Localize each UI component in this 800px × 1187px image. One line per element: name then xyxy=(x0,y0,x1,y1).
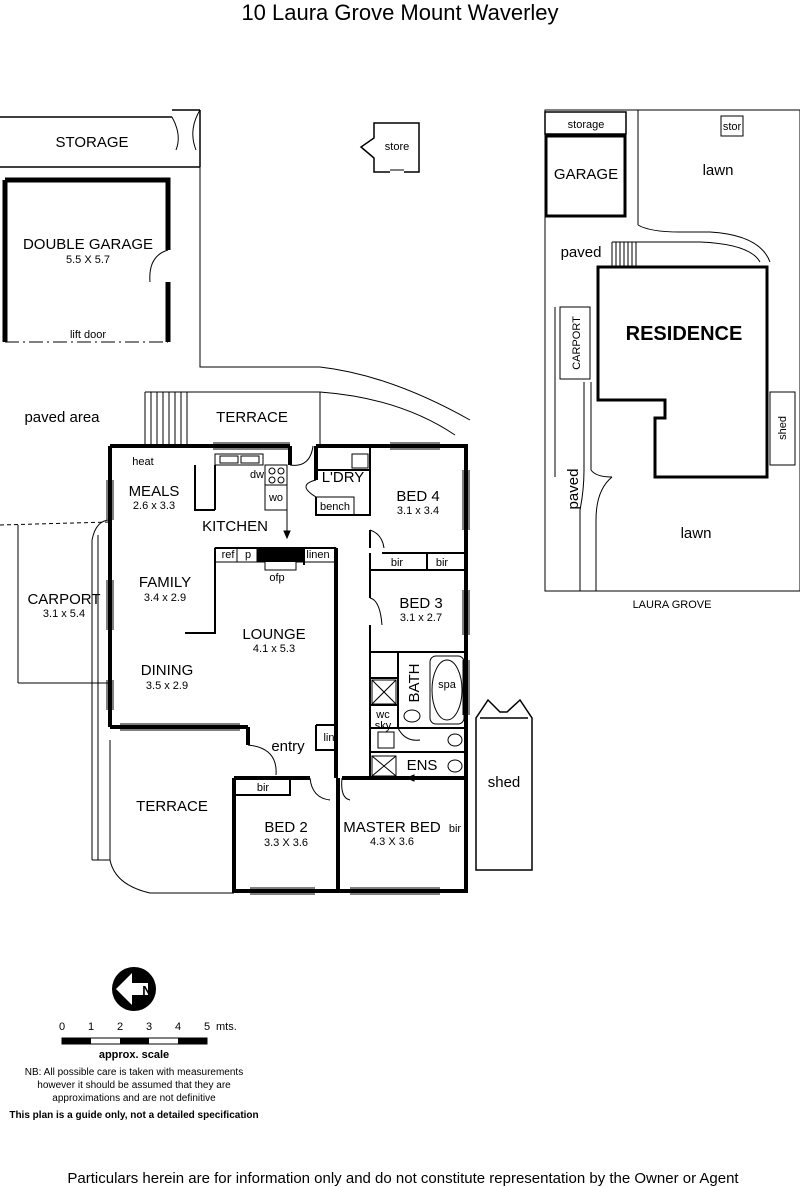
store-outline xyxy=(359,122,420,174)
terrace-top-label: TERRACE xyxy=(216,409,288,426)
lift-door-label: lift door xyxy=(70,329,106,341)
shed-outline xyxy=(475,698,533,871)
note-line-2: however it should be assumed that they a… xyxy=(37,1080,231,1091)
bed4-label: BED 4 xyxy=(396,488,439,505)
dining-dim: 3.5 x 2.9 xyxy=(146,680,188,692)
ofp-label: ofp xyxy=(269,572,284,584)
guide-note: This plan is a guide only, not a detaile… xyxy=(9,1110,258,1121)
double-garage-outline xyxy=(2,177,171,343)
windows xyxy=(106,442,470,895)
double-garage-label: DOUBLE GARAGE xyxy=(23,236,153,253)
site-shed-label: shed xyxy=(777,416,789,440)
spa-label: spa xyxy=(438,679,457,691)
linen-label: linen xyxy=(306,549,329,561)
bir-label-a: bir xyxy=(391,557,404,569)
bath-fixtures xyxy=(371,655,465,777)
bed3-label: BED 3 xyxy=(399,595,442,612)
lin-label: lin xyxy=(323,732,334,744)
house-outer-walls xyxy=(108,444,468,893)
bench-label: bench xyxy=(320,501,350,513)
heat-label: heat xyxy=(132,456,153,468)
site-stor-label: stor xyxy=(723,121,742,133)
laundry-label: L'DRY xyxy=(322,469,365,486)
lounge-label: LOUNGE xyxy=(242,626,305,643)
site-plan xyxy=(544,109,800,592)
double-garage-dim: 5.5 X 5.7 xyxy=(66,254,110,266)
store-label: store xyxy=(385,141,409,153)
bath-label: BATH xyxy=(406,664,423,703)
storage-outline xyxy=(0,109,201,168)
scale-bar xyxy=(61,1037,208,1045)
site-storage-label: storage xyxy=(568,119,605,131)
paved-area-label: paved area xyxy=(24,409,100,426)
scale-tick-1: 1 xyxy=(88,1021,94,1033)
wc-label: wc xyxy=(375,709,390,721)
site-lawn-bottom-label: lawn xyxy=(681,525,712,542)
site-paved-top-label: paved xyxy=(561,244,602,261)
dining-label: DINING xyxy=(141,662,194,679)
site-lawn-top-label: lawn xyxy=(703,162,734,179)
lounge-dim: 4.1 x 5.3 xyxy=(253,643,295,655)
ref-label: ref xyxy=(222,549,236,561)
meals-dim: 2.6 x 3.3 xyxy=(133,500,175,512)
terrace-steps xyxy=(144,391,320,446)
skylight-label: sky xyxy=(375,720,392,732)
street-label: LAURA GROVE xyxy=(633,599,712,611)
scale-tick-2: 2 xyxy=(117,1021,123,1033)
family-dim: 3.4 x 2.9 xyxy=(144,592,186,604)
site-residence-label: RESIDENCE xyxy=(626,323,743,345)
scale-tick-4: 4 xyxy=(175,1021,181,1033)
bed2-label: BED 2 xyxy=(264,819,307,836)
carport-outline xyxy=(0,519,111,861)
site-paved-side-label: paved xyxy=(565,469,582,510)
storage-label: STORAGE xyxy=(55,134,128,151)
laundry-fixtures xyxy=(315,453,369,516)
site-garage-label: GARAGE xyxy=(554,166,618,183)
kitchen-label: KITCHEN xyxy=(202,518,268,535)
door-swings xyxy=(247,445,421,801)
scale-tick-5: 5 xyxy=(204,1021,210,1033)
kitchen-arrow xyxy=(283,510,291,540)
carport-dim: 3.1 x 5.4 xyxy=(43,608,85,620)
footer-disclaimer: Particulars herein are for information o… xyxy=(67,1170,739,1187)
note-line-3: approximations and are not definitive xyxy=(52,1093,216,1104)
site-carport-label: CARPORT xyxy=(571,316,583,370)
meals-label: MEALS xyxy=(129,483,180,500)
bir-label-b: bir xyxy=(436,557,449,569)
compass-north-label: N xyxy=(142,983,151,998)
bir-master-label: bir xyxy=(449,823,462,835)
pantry-label: p xyxy=(245,549,251,561)
carport-label: CARPORT xyxy=(27,591,100,608)
shed-label: shed xyxy=(488,774,521,791)
scale-unit: mts. xyxy=(216,1021,237,1033)
scale-tick-3: 3 xyxy=(146,1021,152,1033)
wo-label: wo xyxy=(268,492,283,504)
bir-bed2-label: bir xyxy=(257,782,270,794)
scale-label: approx. scale xyxy=(99,1049,169,1061)
bed4-dim: 3.1 x 3.4 xyxy=(397,505,439,517)
note-line-1: NB: All possible care is taken with meas… xyxy=(25,1067,243,1078)
bed2-dim: 3.3 X 3.6 xyxy=(264,837,308,849)
entry-label: entry xyxy=(271,738,305,755)
ens-arrow xyxy=(405,774,440,782)
kitchen-fixtures xyxy=(214,453,337,571)
plan-title: 10 Laura Grove Mount Waverley xyxy=(241,0,558,25)
terrace-bottom-outline xyxy=(109,740,234,894)
ensuite-label: ENS xyxy=(407,757,438,774)
family-label: FAMILY xyxy=(139,574,191,591)
bed3-dim: 3.1 x 2.7 xyxy=(400,612,442,624)
compass-icon: N xyxy=(112,967,156,1011)
dw-label: dw xyxy=(250,469,264,481)
terrace-bottom-label: TERRACE xyxy=(136,798,208,815)
scale-tick-0: 0 xyxy=(59,1021,65,1033)
master-bed-dim: 4.3 X 3.6 xyxy=(370,836,414,848)
driveway-outline xyxy=(199,167,471,445)
master-bed-label: MASTER BED xyxy=(343,819,441,836)
